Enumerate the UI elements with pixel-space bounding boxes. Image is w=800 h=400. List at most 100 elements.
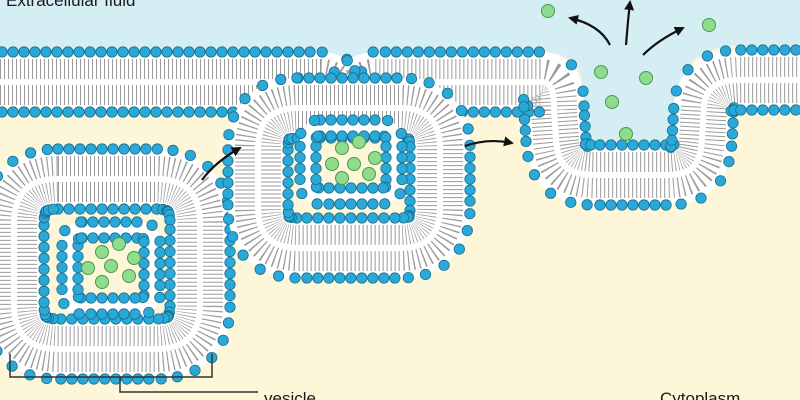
lipid-head: [138, 236, 150, 248]
lipid-head: [25, 147, 37, 159]
extracellular-fluid-region: [0, 0, 800, 145]
lipid-head: [138, 268, 150, 281]
lipid-head: [129, 308, 141, 320]
lipid-head: [106, 106, 118, 118]
lipid-head: [96, 308, 108, 320]
lipid-head: [500, 106, 512, 118]
lipid-head: [455, 104, 468, 117]
lipid-head: [401, 46, 413, 58]
lipid-head: [0, 106, 8, 118]
lipid-head: [675, 198, 687, 210]
lipid-head: [594, 139, 606, 151]
lipid-head: [73, 106, 85, 118]
lipid-head: [323, 212, 335, 224]
lipid-head: [438, 259, 450, 271]
lipid-head: [77, 373, 89, 385]
lipid-head: [143, 306, 155, 319]
lipid-head: [295, 127, 307, 140]
lipid-head: [260, 46, 272, 58]
lipid-head: [668, 102, 680, 115]
lipid-head: [310, 173, 322, 186]
lipid-head: [336, 72, 348, 84]
lipid-head: [62, 106, 74, 118]
lipid-head: [746, 44, 758, 56]
lipid-head: [106, 46, 118, 58]
cargo-molecule: [112, 237, 126, 251]
cargo-molecule: [541, 4, 555, 18]
lipid-head: [478, 46, 490, 58]
lipid-head: [87, 232, 99, 244]
lipid-head: [345, 272, 357, 284]
lipid-head: [735, 44, 747, 56]
lipid-head: [334, 272, 346, 284]
lipid-head: [227, 111, 240, 123]
cargo-molecule: [702, 18, 716, 32]
lipid-head: [85, 143, 97, 155]
lipid-head: [216, 46, 228, 58]
lipid-head: [223, 129, 235, 141]
lipid-head: [6, 360, 18, 372]
lipid-head: [389, 272, 401, 284]
cargo-molecule: [122, 269, 136, 283]
lipid-head: [441, 87, 454, 99]
lipid-head: [719, 45, 732, 57]
lipid-head: [40, 106, 52, 118]
lipid-head: [167, 144, 179, 156]
lipid-head: [347, 114, 359, 126]
lipid-head: [578, 100, 590, 112]
lipid-head: [146, 219, 158, 231]
lipid-head: [616, 199, 628, 211]
lipid-head: [379, 198, 391, 210]
lipid-head: [511, 46, 523, 58]
lipid-head: [545, 187, 557, 199]
lipid-head: [605, 139, 617, 151]
lipid-head: [222, 199, 234, 211]
lipid-head: [296, 187, 308, 200]
lipid-head: [522, 46, 534, 58]
cargo-molecule: [594, 65, 608, 79]
lipid-head: [138, 246, 150, 259]
lipid-head: [56, 261, 68, 274]
lipid-head: [310, 162, 322, 175]
lipid-head: [74, 203, 86, 215]
lipid-head: [237, 249, 249, 261]
lipid-head: [128, 46, 140, 58]
lipid-head: [18, 46, 30, 58]
lipid-head: [55, 373, 67, 385]
lipid-head: [378, 212, 390, 224]
lipid-head: [369, 114, 381, 126]
lipid-head: [423, 77, 435, 89]
lipid-head: [73, 46, 85, 58]
lipid-head: [282, 199, 294, 211]
lipid-head: [59, 225, 71, 237]
lipid-head: [293, 46, 305, 58]
lipid-head: [638, 139, 650, 151]
lipid-head: [224, 245, 236, 258]
cargo-molecule: [127, 251, 141, 265]
lipid-head: [667, 113, 679, 126]
lipid-head: [154, 279, 166, 292]
lipid-head: [155, 373, 167, 385]
lipid-head: [312, 130, 324, 142]
release-arrow-icon: [624, 0, 635, 46]
lipid-head: [312, 272, 324, 284]
lipid-head: [341, 55, 353, 67]
lipid-head: [121, 373, 133, 385]
lipid-head: [107, 143, 119, 155]
lipid-head: [323, 272, 335, 284]
lipid-head: [128, 106, 140, 118]
lipid-head: [382, 114, 394, 127]
lipid-head: [649, 139, 661, 151]
lipid-head: [224, 289, 236, 302]
lipid-head: [714, 175, 727, 187]
lipid-head: [38, 230, 50, 242]
lipid-head: [369, 72, 381, 84]
lipid-head: [682, 64, 694, 76]
lipid-head: [356, 182, 368, 194]
lipid-head: [63, 203, 75, 215]
cargo-molecules: [81, 4, 716, 289]
lipid-head: [194, 46, 206, 58]
lipid-head: [164, 278, 176, 291]
lipid-head: [98, 216, 110, 228]
